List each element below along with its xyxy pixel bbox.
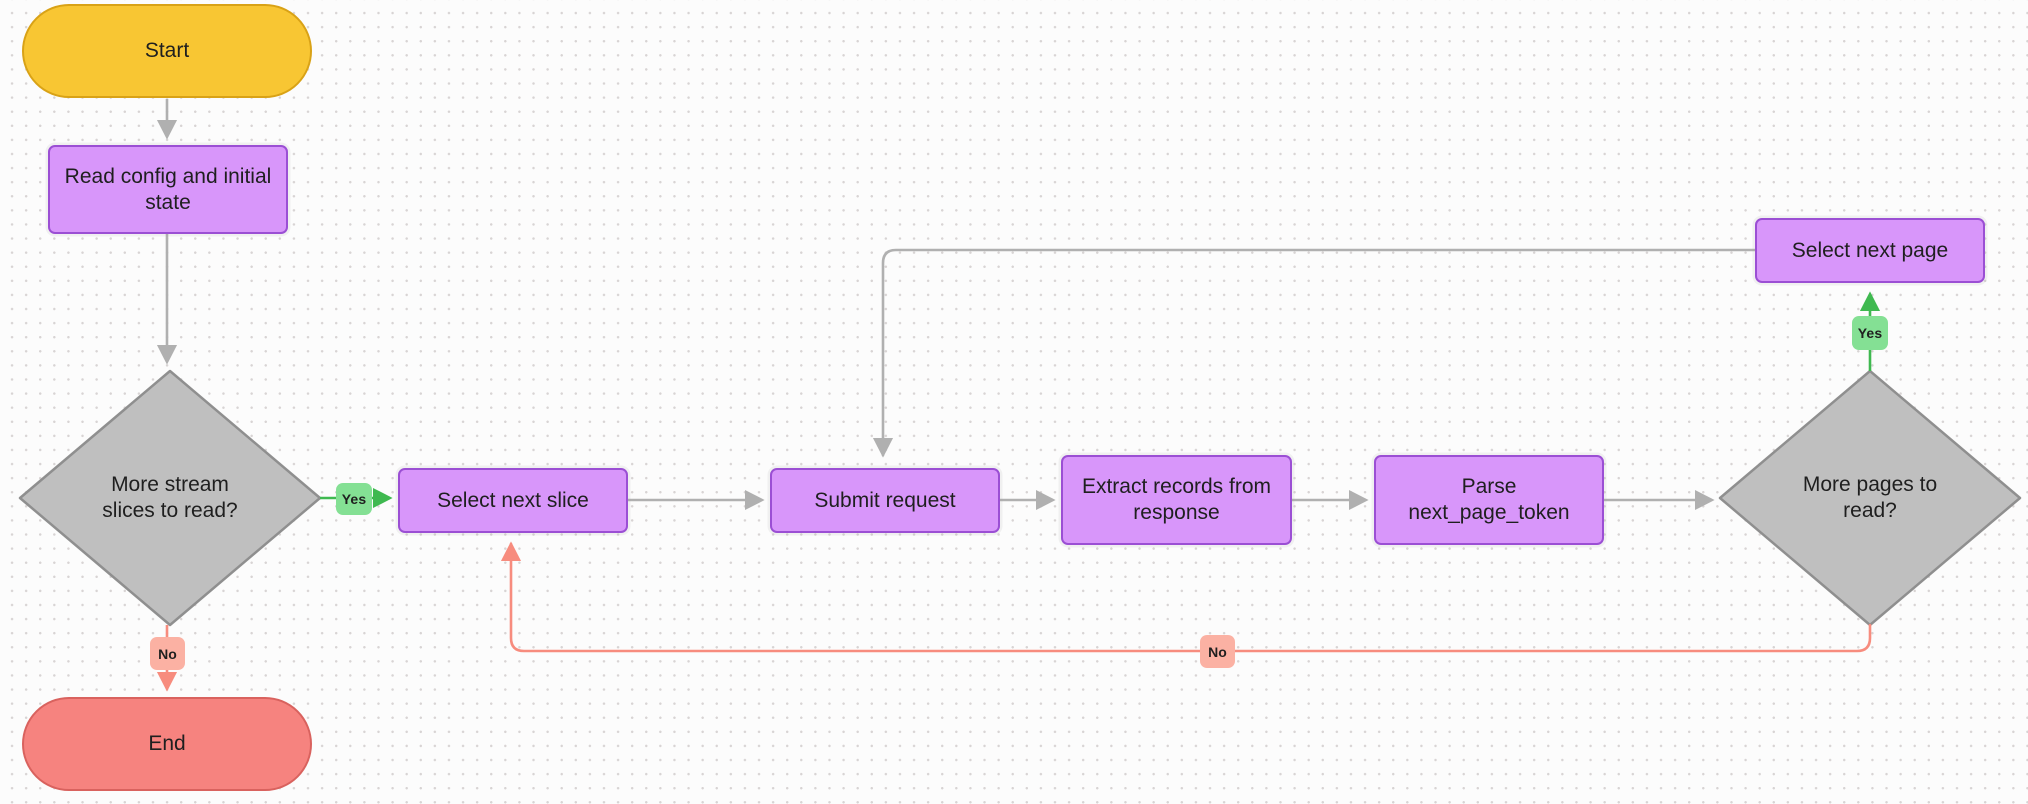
edge-label-slices-yes: Yes [336,483,372,515]
node-read-config-label: Read config and initial state [64,164,272,214]
edge-more-pages-no-to-select-slice [500,541,1872,653]
node-submit-request[interactable]: Submit request [770,468,1000,533]
node-extract-records[interactable]: Extract records from response [1061,455,1292,545]
node-start-label: Start [144,39,190,63]
node-select-next-slice[interactable]: Select next slice [398,468,628,533]
node-parse-next-page-token[interactable]: Parse next_page_token [1374,455,1604,545]
edge-label-pages-yes: Yes [1852,316,1888,350]
node-more-pages-label: More pages to read? [1802,472,1938,522]
node-end[interactable]: End [22,697,312,791]
node-select-next-page[interactable]: Select next page [1755,218,1985,283]
node-extract-records-label: Extract records from response [1081,475,1272,524]
edge-label-slices-yes-text: Yes [341,491,367,507]
node-more-stream-slices[interactable]: More stream slices to read? [20,371,320,625]
node-select-next-slice-label: Select next slice [437,488,589,512]
node-start[interactable]: Start [22,4,312,98]
node-select-next-page-label: Select next page [1791,238,1949,262]
edge-select-page-to-submit-request [872,248,1757,458]
edge-label-pages-yes-text: Yes [1857,325,1883,341]
node-submit-request-label: Submit request [814,488,956,512]
edge-label-slices-no: No [150,637,185,670]
node-read-config[interactable]: Read config and initial state [48,145,288,234]
edge-label-pages-no: No [1200,635,1235,668]
node-end-label: End [148,732,186,756]
edge-label-pages-no-text: No [1208,643,1227,660]
node-more-stream-slices-label: More stream slices to read? [102,472,238,522]
node-parse-next-page-token-label: Parse next_page_token [1408,475,1570,524]
node-more-pages[interactable]: More pages to read? [1720,371,2020,625]
edge-label-slices-no-text: No [158,645,177,662]
